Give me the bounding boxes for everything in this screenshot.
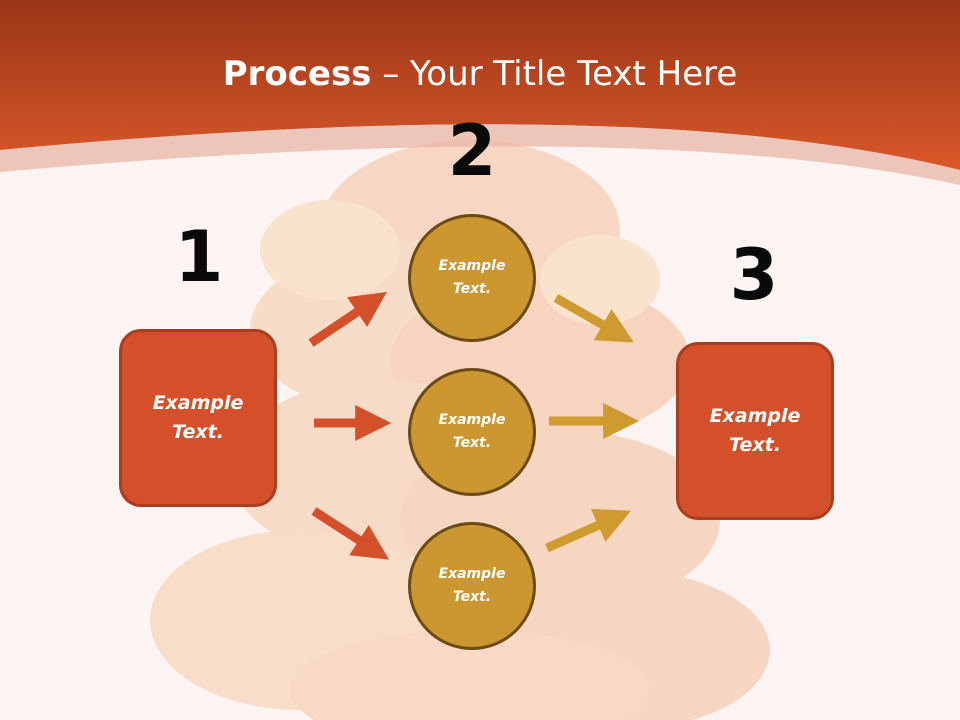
slide-title: Process – Your Title Text Here [0, 52, 960, 96]
arrow-1-to-top [308, 291, 387, 347]
step-1-text: Example Text. [152, 392, 244, 443]
arrow-1-to-bottom [311, 507, 390, 560]
step-3-box: Example Text. [676, 342, 834, 520]
step-2-circle-top: Example Text. [408, 214, 536, 342]
step-number-1: 1 [174, 216, 224, 298]
step-1-box: Example Text. [119, 329, 277, 507]
title-rest: – Your Title Text Here [371, 54, 738, 94]
header-band [0, 0, 960, 170]
step-number-3: 3 [729, 234, 779, 316]
arrow-top-to-3 [553, 294, 634, 343]
step-2-circle-bottom: Example Text. [408, 522, 536, 650]
circle-top-text: Example Text. [438, 258, 506, 297]
step-number-2: 2 [447, 110, 497, 192]
header-swoosh [0, 124, 960, 185]
step-3-text: Example Text. [709, 405, 801, 456]
circle-middle-text: Example Text. [438, 412, 506, 451]
step-2-circle-middle: Example Text. [408, 368, 536, 496]
arrow-bottom-to-3 [545, 508, 632, 553]
title-bold: Process [222, 54, 372, 94]
circle-bottom-text: Example Text. [438, 566, 506, 605]
